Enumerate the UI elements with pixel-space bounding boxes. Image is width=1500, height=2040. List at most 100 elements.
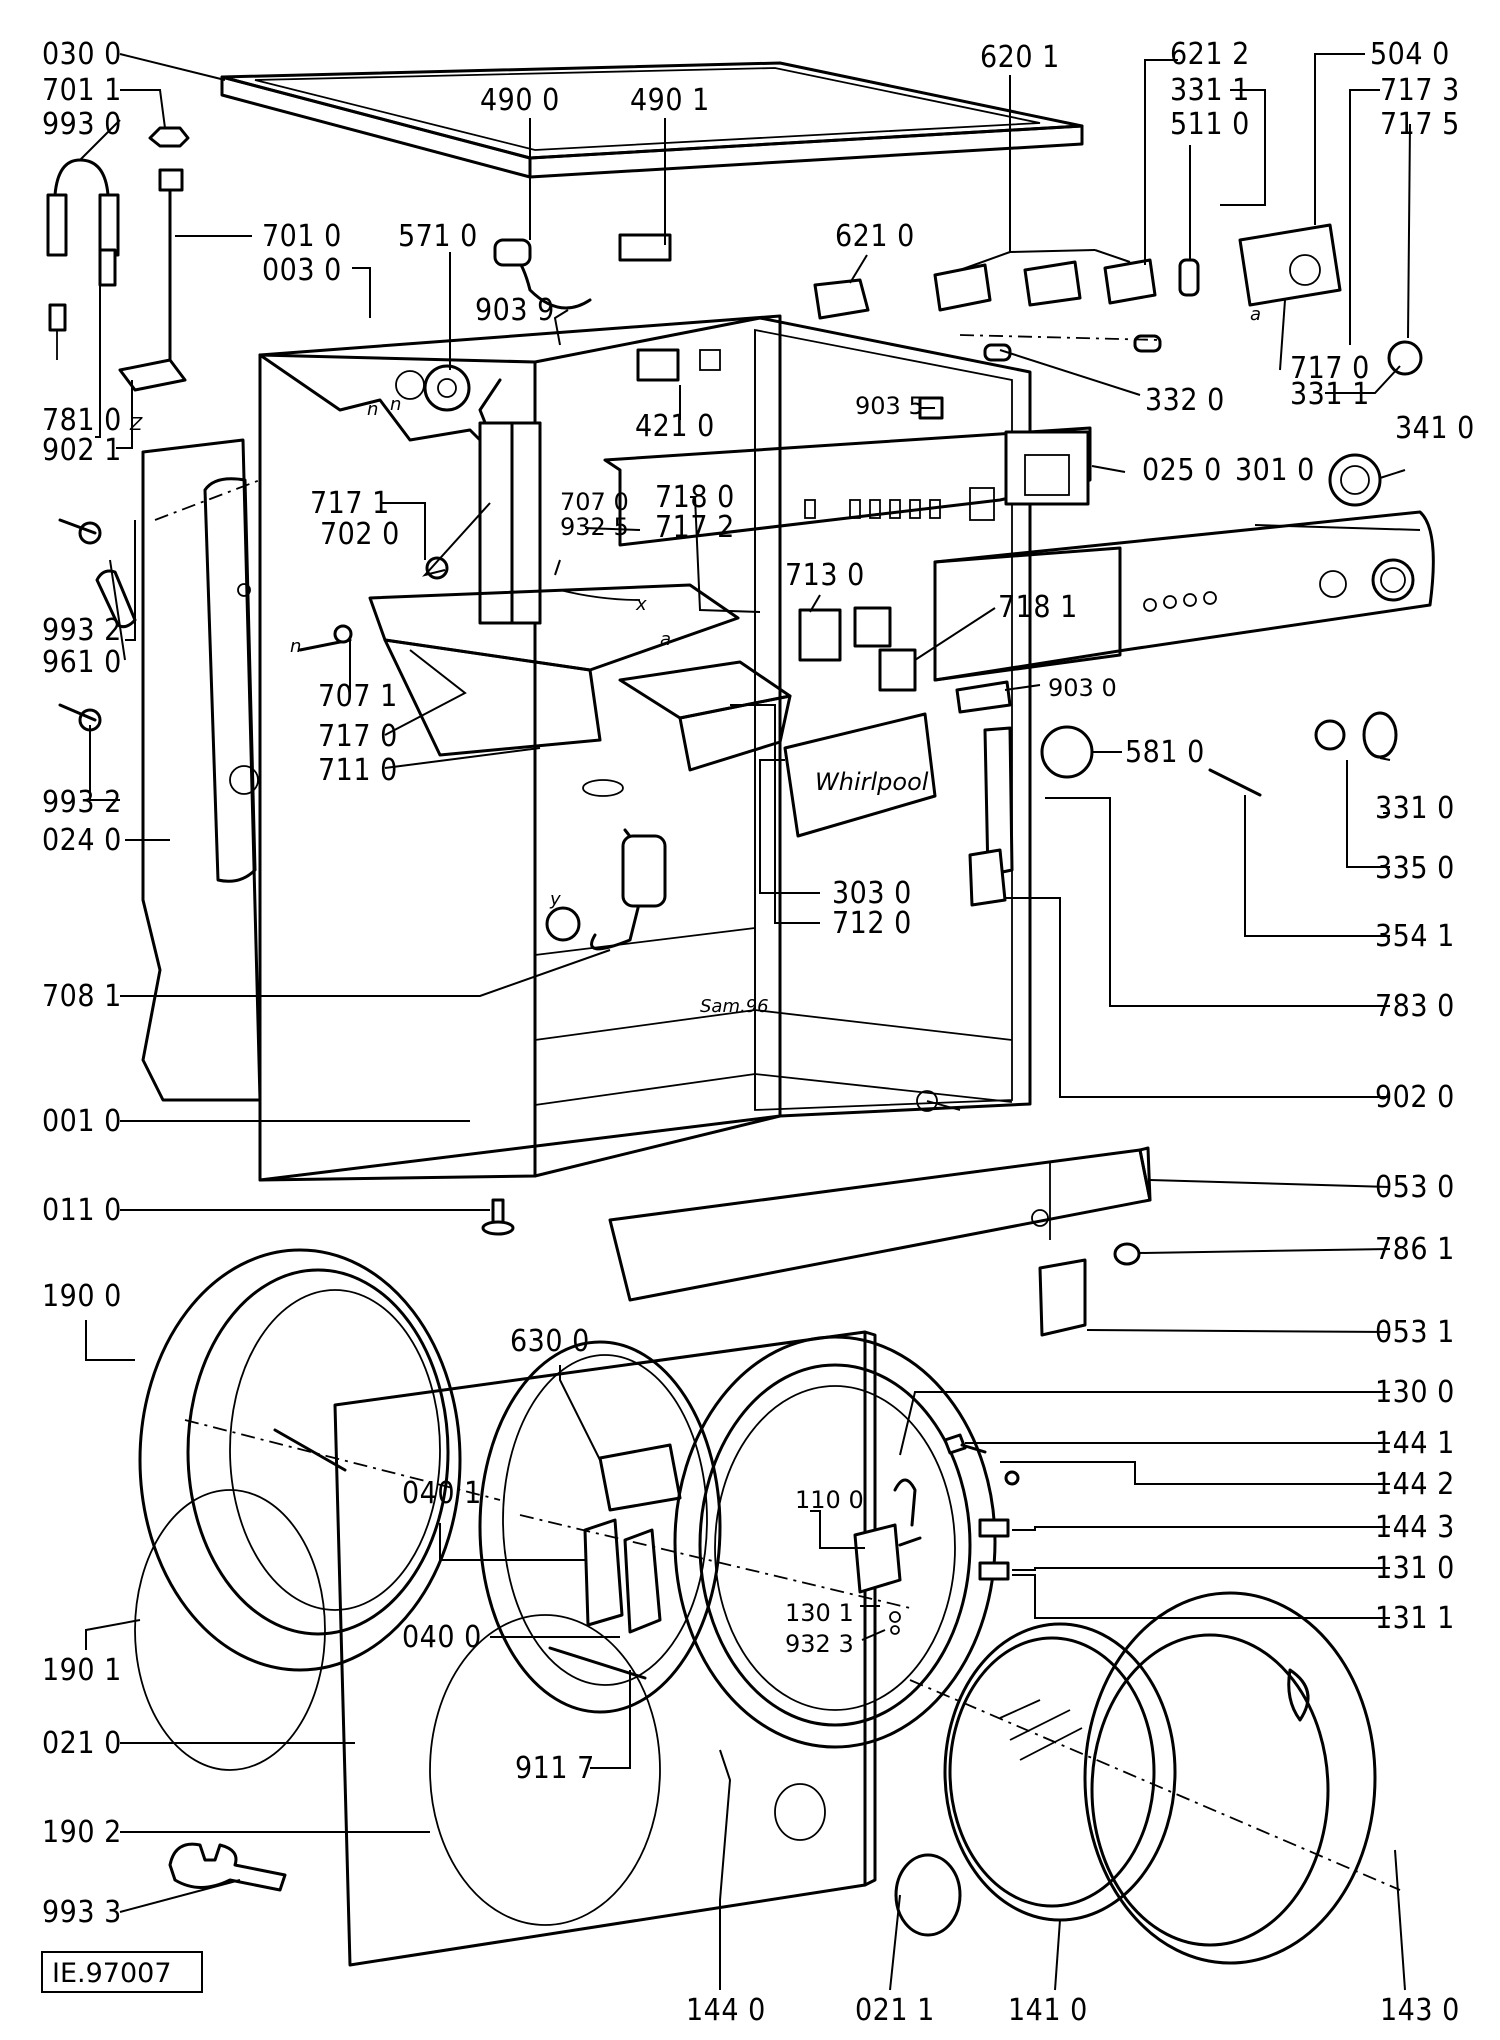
label-490-0: 490 0 [480,83,560,118]
label-993-2-top: 993 2 [42,613,122,648]
date-mark: Sam.96 [700,996,769,1017]
label-783-0: 783 0 [1375,989,1455,1024]
seal-cover-outline [429,1614,661,1926]
label-781-0: 781 0 [42,403,122,438]
label-903-9: 903 9 [475,293,555,328]
label-053-0: 053 0 [1375,1170,1455,1205]
label-130-1: 130 1 [785,1599,854,1627]
label-053-1: 053 1 [1375,1315,1455,1350]
brand-label: Whirlpool [815,768,929,796]
label-421-0: 421 0 [635,409,715,444]
control-frame [603,426,1092,547]
label-911-7: 911 7 [515,1751,595,1786]
label-331-1-mid: 331 1 [1290,377,1370,412]
label-144-0: 144 0 [686,1993,766,2028]
label-717-3: 717 3 [1380,73,1460,108]
label-701-0: 701 0 [262,219,342,254]
label-130-0: 130 0 [1375,1375,1455,1410]
door-glass [943,1622,1177,1922]
cabinet: Sam.96 n [258,314,1032,1182]
label-711-0: 711 0 [318,753,398,788]
label-702-0: 702 0 [320,517,400,552]
label-332-0: 332 0 [1145,383,1225,418]
label-786-1: 786 1 [1375,1232,1455,1267]
kick-panel [481,1146,1152,1337]
door-ring [673,1335,1020,1749]
label-621-0: 621 0 [835,219,915,254]
label-717-1: 717 1 [310,486,390,521]
label-707-1: 707 1 [318,679,398,714]
label-902-0: 902 0 [1375,1080,1455,1115]
label-024-0: 024 0 [42,823,122,858]
label-903-5: 903 5 [855,392,924,420]
letter-a-dispenser: a [660,629,671,650]
label-110-0: 110 0 [795,1486,864,1514]
label-717-0-top: 717 0 [1290,351,1370,386]
label-021-1: 021 1 [855,1993,935,2028]
label-581-0: 581 0 [1125,735,1205,770]
label-504-0: 504 0 [1370,37,1450,72]
part-labels: 030 0 701 1 993 0 490 0 490 1 620 1 621 … [42,37,1474,2028]
label-932-5: 932 5 [560,513,629,541]
door-seal [138,1248,501,1672]
letter-y: y [549,889,561,910]
label-713-0: 713 0 [785,558,865,593]
seal-ring-outline [134,1489,326,1771]
label-620-1: 620 1 [980,40,1060,75]
reference-code: IE.97007 [52,1958,172,1989]
label-190-0: 190 0 [42,1279,122,1314]
cap [894,1853,962,1937]
label-961-0: 961 0 [42,645,122,680]
label-011-0: 011 0 [42,1193,122,1228]
label-030-0: 030 0 [42,37,122,72]
label-040-0: 040 0 [402,1620,482,1655]
label-131-0: 131 0 [1375,1551,1455,1586]
label-717-2: 717 2 [655,510,735,545]
label-331-0: 331 0 [1375,791,1455,826]
label-707-0: 707 0 [560,488,629,516]
label-717-0-mid: 717 0 [318,719,398,754]
spanner [168,1842,287,1892]
fascia [933,510,1435,682]
label-354-1: 354 1 [1375,919,1455,954]
label-144-1: 144 1 [1375,1426,1455,1461]
label-144-2: 144 2 [1375,1467,1455,1502]
top-lid [220,61,1084,179]
label-003-0: 003 0 [262,253,342,288]
detergent-dispenser: x a Whirlpool y n [290,583,937,951]
letter-z: Z [129,414,143,435]
side-panel [141,438,262,1102]
label-993-2-bot: 993 2 [42,785,122,820]
letter-n-a: n [390,394,401,415]
door-outer-frame [909,1591,1401,1965]
label-701-1: 701 1 [42,73,122,108]
panel-buttons [804,487,995,521]
label-141-0: 141 0 [1008,1993,1088,2028]
label-717-5: 717 5 [1380,107,1460,142]
label-025-0: 025 0 [1142,453,1222,488]
label-040-1: 040 1 [402,1476,482,1511]
label-993-3: 993 3 [42,1895,122,1930]
letter-x: x [635,594,647,615]
label-131-1: 131 1 [1375,1601,1455,1636]
label-571-0: 571 0 [398,219,478,254]
label-490-1: 490 1 [630,83,710,118]
reference-box: IE.97007 [41,1951,203,1993]
label-718-0: 718 0 [655,480,735,515]
label-630-0: 630 0 [510,1324,590,1359]
small-parts-top: n [46,126,1423,907]
label-712-0: 712 0 [832,906,912,941]
label-303-0: 303 0 [832,876,912,911]
label-511-0: 511 0 [1170,107,1250,142]
label-902-1: 902 1 [42,433,122,468]
label-190-1: 190 1 [42,1653,122,1688]
letter-z-dummy: n [367,399,378,420]
label-708-1: 708 1 [42,979,122,1014]
label-144-3: 144 3 [1375,1510,1455,1545]
label-331-1-top: 331 1 [1170,73,1250,108]
label-021-0: 021 0 [42,1726,122,1761]
label-903-0: 903 0 [1048,674,1117,702]
label-001-0: 001 0 [42,1104,122,1139]
label-621-2: 621 2 [1170,37,1250,72]
